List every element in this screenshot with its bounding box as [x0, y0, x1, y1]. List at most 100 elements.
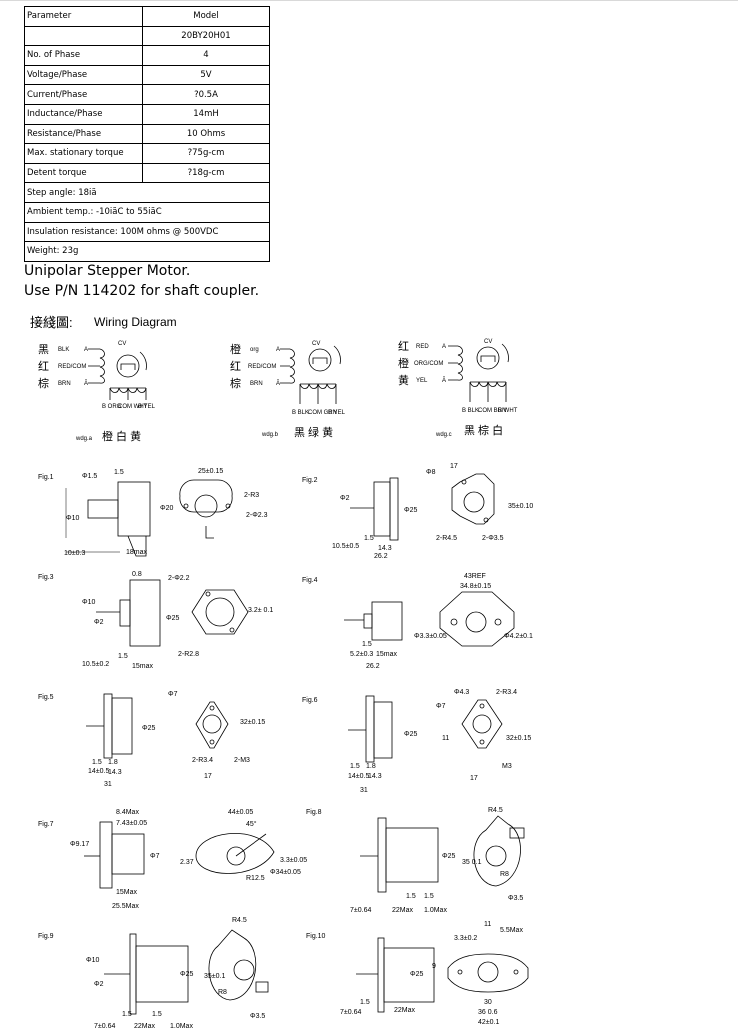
wire-label: YEL — [416, 378, 428, 384]
dimension-label: 3.2± 0.1 — [248, 607, 273, 614]
dimension-label: 8.4Max — [116, 809, 139, 816]
dimension-label: 1.8 — [366, 763, 376, 770]
dimension-label: 42±0.1 — [478, 1019, 499, 1026]
dimension-label: 2-R3.4 — [192, 757, 213, 764]
dimension-label: 22Max — [394, 1007, 416, 1014]
dimension-label: 7±0.64 — [350, 907, 371, 914]
table-row: Current/Phase?0.5A — [24, 84, 270, 105]
dimension-label: 1.5 — [92, 759, 102, 766]
dimension-label: Φ2 — [340, 495, 350, 502]
wire-label: RED/COM — [248, 364, 276, 370]
dimension-label: R4.5 — [488, 807, 503, 814]
wire-cn-label: 橙 — [230, 342, 241, 356]
dimension-label: Φ3.3±0.05 — [414, 633, 447, 640]
note-insulation: Insulation resistance: 100M ohms @ 500VD… — [24, 221, 270, 243]
dimension-label: 45° — [246, 820, 257, 828]
figure-2: Fig.2 Φ8 17 35±0.10 Φ25 2-R4.5 2-Φ3.5 10… — [302, 463, 533, 560]
dimension-label: 1.0Max — [170, 1023, 193, 1030]
wire-cn-label: 黑 — [38, 343, 49, 356]
dimension-label: 1.5 — [406, 893, 416, 900]
dimension-label: Φ25 — [166, 615, 179, 622]
dimension-label: 11 — [484, 921, 491, 928]
dimension-label: Φ7 — [436, 703, 446, 710]
dimension-label: 14.3 — [378, 545, 392, 552]
wire-label: org — [250, 347, 259, 353]
dimension-label: R8 — [218, 989, 227, 996]
bottom-wire-label: COM GRN — [308, 410, 337, 416]
dimension-label: 17 — [470, 775, 478, 782]
model-number: 20BY20H01 — [142, 25, 270, 47]
wire-label: BLK — [58, 347, 69, 353]
caption-shaft-coupler: Use P/N 114202 for shaft coupler. — [24, 283, 260, 299]
figure-label: Fig.10 — [306, 933, 326, 940]
table-row: Ambient temp.: -10iãC to 55iãC — [24, 201, 270, 223]
dimension-label: 25.5Max — [112, 903, 139, 910]
dimension-label: 18max — [126, 549, 148, 556]
cv-label: CV — [118, 341, 126, 347]
dimension-label: 2-Φ3.5 — [482, 535, 504, 542]
note-ambient-temp: Ambient temp.: -10iãC to 55iãC — [24, 201, 270, 223]
dimension-label: 26.2 — [374, 553, 388, 560]
dimension-label: 26.2 — [366, 663, 380, 670]
dimension-label: Φ7 — [150, 853, 160, 860]
dimension-label: 1.5 — [114, 469, 124, 476]
figure-3: Fig.3 0.8 2-Φ2.2 Φ25 3.2± 0.1 2-R2.8 10.… — [38, 571, 273, 670]
row-label: Voltage/Phase — [24, 64, 143, 86]
dimension-label: Φ25 — [442, 853, 455, 860]
dimension-label: 3.3±0.05 — [280, 857, 307, 864]
dimension-label: 5.2±0.3 — [350, 651, 373, 658]
dimension-label: 15max — [376, 651, 398, 658]
dimension-label: 43REF — [464, 573, 486, 580]
pin-label: Ā — [84, 380, 88, 387]
wire-cn-label: 黄 — [398, 373, 409, 387]
table-row: Max. stationary torque?75g-cm — [24, 143, 270, 164]
figure-label: Fig.1 — [38, 474, 54, 481]
row-value: 5V — [142, 64, 270, 86]
row-value: ?0.5A — [142, 84, 270, 105]
figure-7: Fig.7 8.4Max 7.43±0.05 44±0.05 45° Φ7 2.… — [38, 809, 307, 910]
dimension-label: 34.8±0.15 — [460, 583, 491, 590]
dimension-label: M3 — [502, 763, 512, 770]
dimension-label: Φ20 — [160, 505, 173, 512]
rotor-symbol — [308, 348, 332, 372]
row-label: Resistance/Phase — [24, 123, 143, 145]
cv-label: CV — [312, 341, 320, 347]
bottom-wire-label: B YEL — [328, 410, 346, 416]
dimension-label: 11 — [442, 735, 449, 742]
figure-1: Fig.1 1.5 25±0.15 2-R3 2-Φ2.3 Φ20 10±0.3… — [38, 468, 268, 557]
dimension-label: R4.5 — [232, 917, 247, 924]
header-model: Model — [142, 6, 270, 27]
dimension-label: 1.0Max — [424, 907, 447, 914]
dimension-label: 32±0.15 — [506, 735, 531, 742]
dimension-label: 22Max — [392, 907, 414, 914]
dimension-label: 31 — [360, 787, 368, 794]
rotor-symbol — [116, 354, 140, 378]
bottom-wire-label: B WHT — [498, 408, 518, 414]
dimension-label: 14.3 — [368, 773, 382, 780]
wiring-title-en: Wiring Diagram — [94, 315, 177, 329]
bottom-wire-label: B ORG — [102, 404, 122, 410]
bottom-cn-labels: 黑 绿 黄 — [294, 425, 333, 439]
wire-label: BRN — [58, 381, 71, 387]
dimension-label: R12.5 — [246, 875, 265, 882]
table-row: Insulation resistance: 100M ohms @ 500VD… — [24, 221, 270, 243]
dimension-label: Φ1.5 — [82, 473, 97, 480]
row-value: 4 — [142, 45, 270, 66]
figure-8: Fig.8 R4.5 Φ25 35 0.1 R8 Φ3.5 7±0.64 22M… — [306, 807, 525, 914]
dimension-label: Φ2 — [94, 981, 104, 988]
figure-10: Fig.10 3.3±0.2 11 5.5Max Φ25 9 22Max 7±0… — [306, 921, 529, 1026]
dimension-label: 44±0.05 — [228, 809, 253, 816]
dimension-label: Φ25 — [410, 971, 423, 978]
row-value: ?75g-cm — [142, 143, 270, 164]
dimension-label: 14±0.5 — [348, 773, 369, 780]
dimension-label: Φ7 — [168, 691, 178, 698]
figure-label: Fig.2 — [302, 477, 318, 484]
figure-label: Fig.6 — [302, 697, 318, 704]
dimension-label: Φ25 — [404, 507, 417, 514]
wire-cn-label: 红 — [398, 340, 409, 353]
table-row: Step angle: 18iã — [24, 182, 270, 203]
dimension-label: 17 — [450, 463, 458, 470]
dimension-label: 2-Φ2.2 — [168, 575, 190, 582]
